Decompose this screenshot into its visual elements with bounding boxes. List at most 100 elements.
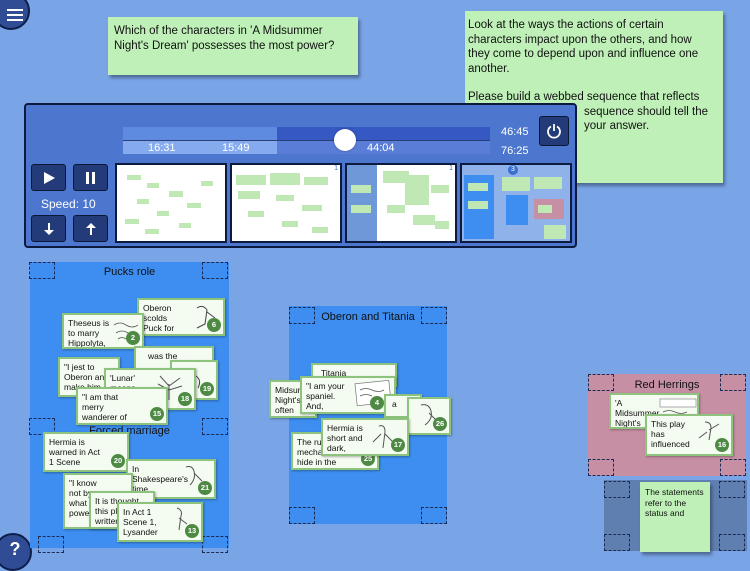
card-number-badge: 2 [126, 331, 140, 345]
card-text: Theseus is to marry Hippolyta, [68, 318, 110, 348]
thumbnail-index: 1 [449, 165, 453, 172]
hamburger-icon [7, 9, 23, 21]
card-text: "I am your spaniel. And, Demetrius, [306, 381, 347, 412]
power-button[interactable] [539, 116, 569, 146]
card-number-badge: 4 [370, 396, 384, 410]
thumbnail-index: 3 [508, 165, 518, 175]
instruction-spacer [468, 76, 719, 90]
statement-card[interactable]: This play has influenced 16 [645, 414, 733, 456]
card-text: Oberon scolds Puck for either his [143, 303, 178, 334]
group-corner-handle[interactable] [719, 481, 745, 498]
pause-icon [85, 171, 95, 184]
timeline-divider [123, 140, 490, 141]
tree-icon [157, 375, 183, 400]
group-corner-handle[interactable] [719, 534, 745, 551]
card-text: "I am that merry wanderer of [82, 392, 127, 422]
group-title: Pucks role [103, 266, 156, 278]
card-number-badge: 21 [198, 481, 212, 495]
play-button[interactable] [31, 164, 66, 191]
group-corner-handle[interactable] [289, 507, 315, 524]
card-text: The rude mechanicals hide in the [297, 437, 344, 467]
illustration-icon [176, 507, 188, 531]
card-text: Hermia is warned in Act 1 Scene [49, 437, 101, 467]
group-corner-handle[interactable] [604, 481, 630, 498]
snapshot-thumbnail-2[interactable]: 1 [230, 163, 342, 243]
group-title: Oberon and Titania [321, 311, 415, 323]
instruction-line-4: another. [468, 62, 510, 75]
timeline-sub-track-right [277, 141, 490, 154]
timeline-track-left [123, 127, 277, 141]
card-text: In Act 1 Scene 1, Lysander [123, 507, 158, 537]
time-label-mid: 15:49 [222, 142, 250, 154]
card-number-badge: 20 [111, 454, 125, 468]
pause-button[interactable] [73, 164, 108, 191]
card-number-badge: 16 [715, 438, 729, 452]
time-label-current: 44:04 [367, 142, 395, 154]
card-number-badge: 26 [433, 417, 447, 431]
help-label: ? [9, 538, 21, 559]
timeline-scrubber-handle[interactable] [334, 129, 356, 151]
group-corner-handle[interactable] [604, 534, 630, 551]
question-text: Which of the characters in 'A Midsummer … [114, 25, 335, 52]
card-text: Titania [321, 368, 347, 378]
help-button[interactable]: ? [0, 533, 32, 571]
play-icon [43, 171, 55, 184]
group-corner-handle[interactable] [421, 507, 447, 524]
speed-label: Speed: 10 [41, 197, 96, 211]
statement-card[interactable]: 26 [407, 397, 451, 435]
timeline-track-right [277, 127, 490, 141]
statement-card[interactable]: 'A Midsummer Night's [609, 393, 699, 429]
card-number-badge: 6 [207, 318, 221, 332]
thumbnail-index: 1 [334, 165, 338, 172]
instruction-line-2: characters impact upon the others, and h… [468, 33, 692, 46]
card-text: 'A Midsummer Night's [615, 398, 660, 428]
handwriting-icon [659, 398, 697, 414]
group-corner-handle[interactable] [421, 307, 447, 324]
question-note[interactable]: Which of the characters in 'A Midsummer … [108, 17, 358, 75]
card-text: In Shakespeare's time [132, 464, 188, 494]
illustration-icon [698, 421, 720, 441]
group-corner-handle[interactable] [202, 262, 228, 279]
time-label-start: 16:31 [148, 142, 176, 154]
group-corner-handle[interactable] [588, 374, 614, 391]
group-corner-handle[interactable] [289, 307, 315, 324]
group-corner-handle[interactable] [202, 418, 228, 435]
instruction-line-7: sequence should tell the [584, 105, 709, 118]
group-corner-handle[interactable] [38, 536, 64, 553]
snapshot-thumbnail-3[interactable]: 1 [345, 163, 457, 243]
group-corner-handle[interactable] [202, 536, 228, 553]
card-text: This play has influenced [651, 419, 690, 449]
card-text: "I know not by what power [69, 478, 97, 518]
arrow-up-icon [85, 222, 96, 235]
statements-note[interactable]: The statements refer to the status and [640, 482, 710, 552]
instruction-line-6: Please build a webbed sequence that refl… [468, 91, 700, 103]
statement-card[interactable]: "I am your spaniel. And, Demetrius, 4 [300, 376, 396, 414]
group-corner-handle[interactable] [720, 459, 746, 476]
speed-down-button[interactable] [31, 215, 66, 242]
statement-card[interactable]: Hermia is warned in Act 1 Scene 20 [43, 432, 129, 472]
snapshot-thumbnail-1[interactable] [115, 163, 227, 243]
group-corner-handle[interactable] [588, 459, 614, 476]
statement-card[interactable]: Theseus is to marry Hippolyta, 2 [62, 313, 144, 349]
illustration-icon [196, 305, 216, 329]
menu-button[interactable] [0, 0, 30, 30]
card-number-badge: 19 [200, 382, 214, 396]
group-corner-handle[interactable] [29, 418, 55, 435]
arrow-down-icon [43, 222, 54, 235]
card-number-badge: 17 [391, 438, 405, 452]
group-corner-handle[interactable] [720, 374, 746, 391]
snapshot-thumbnail-4[interactable]: 3 [460, 163, 572, 243]
card-number-badge: 13 [185, 524, 199, 538]
speed-up-button[interactable] [73, 215, 108, 242]
illustration-icon [185, 466, 203, 486]
statement-card[interactable]: Oberon scolds Puck for either his 6 [137, 298, 225, 336]
card-text: Hermia is short and dark, while [327, 423, 363, 454]
statement-card[interactable]: Hermia is short and dark, while 17 [321, 418, 409, 456]
statement-card[interactable]: "I am that merry wanderer of 15 [76, 387, 168, 425]
instruction-line-3: they come to depend upon and influence o… [468, 48, 699, 60]
statement-card[interactable]: In Act 1 Scene 1, Lysander 13 [117, 502, 203, 542]
group-corner-handle[interactable] [29, 262, 55, 279]
statements-text: The statements refer to the status and [645, 487, 704, 518]
group-title: Red Herrings [634, 379, 700, 391]
time-label-total-bottom: 76:25 [501, 145, 529, 157]
